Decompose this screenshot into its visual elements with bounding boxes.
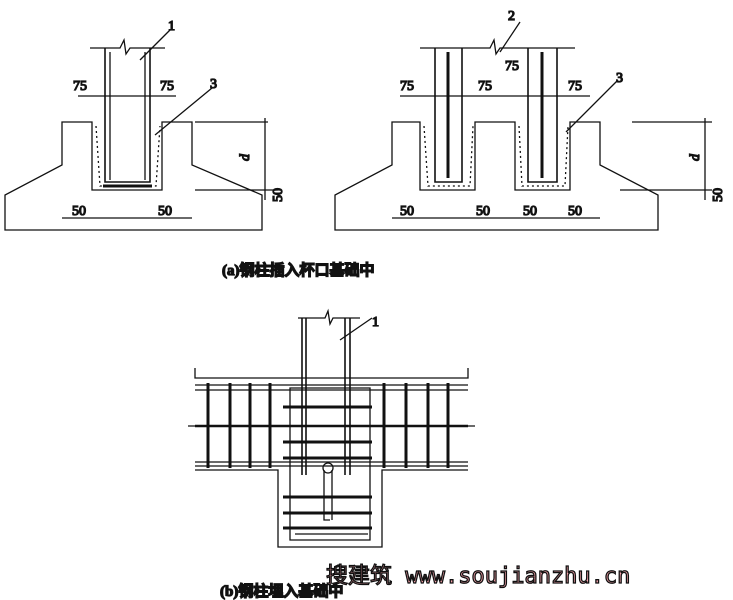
dim-50: 50 [568,204,582,219]
dim-50: 50 [158,204,172,219]
embedded-column-foundation [188,308,475,548]
label-grout-3: 3 [210,77,217,92]
dim-50: 50 [476,204,490,219]
dim-50: 50 [523,204,537,219]
caption-b: (b)钢柱埋入基础中 [220,582,343,600]
dim-50: 50 [711,188,726,202]
watermark: 搜建筑 www.soujianzhu.cn [326,564,630,589]
label-grout-3: 3 [616,71,623,86]
dim-75: 75 [478,79,492,94]
dim-50: 50 [400,204,414,219]
dim-50: 50 [72,204,86,219]
label-column-1: 1 [168,19,175,34]
dim-75: 75 [400,79,414,94]
right-cup-footing [334,21,712,231]
dim-depth-d: d [688,153,703,161]
dim-75: 75 [568,79,582,94]
label-column-1: 1 [372,315,379,330]
caption-a: (a)钢柱插入杯口基础中 [222,261,375,279]
left-cup-footing [4,29,278,231]
label-column-2: 2 [508,9,515,24]
dim-75: 75 [505,59,519,74]
dim-75: 75 [73,79,87,94]
dim-depth-d: d [238,153,253,161]
dim-50: 50 [271,188,286,202]
dim-75: 75 [160,79,174,94]
